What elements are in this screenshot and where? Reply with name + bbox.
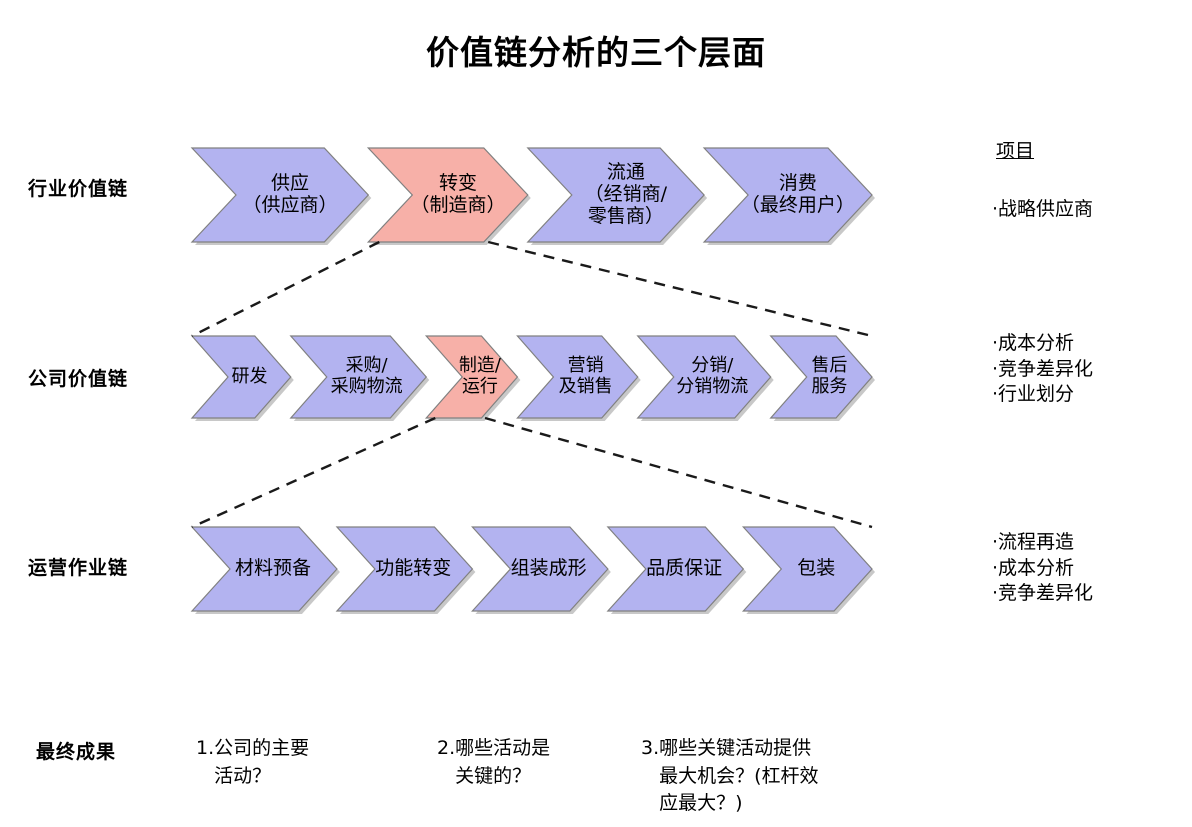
connector-right-1 [487, 240, 873, 338]
chevron-segment[interactable] [606, 526, 745, 612]
chevron-segment[interactable] [424, 335, 519, 419]
note-item: ·战略供应商 [992, 198, 1094, 220]
bottom-item-3: 3.哪些关键活动提供 最大机会？(杠杆效 应最大？) [641, 737, 819, 815]
bottom-item-1: 1.公司的主要 活动？ [196, 737, 310, 787]
chevron-segment[interactable] [190, 335, 292, 419]
row-label-company: 公司价值链 [28, 368, 129, 390]
note-item: ·竞争差异化 [992, 357, 1094, 380]
chevron-segment[interactable] [366, 147, 529, 243]
note-item: ·成本分析 [992, 332, 1075, 354]
connector-left-1 [191, 240, 380, 338]
chevron-segment[interactable] [702, 147, 873, 243]
bottom-item-2: 2.哪些活动是 关键的？ [437, 737, 551, 787]
notes-industry: ·战略供应商 [992, 197, 1093, 223]
page-title: 价值链分析的三个层面 [426, 33, 766, 72]
chevron-segment[interactable] [636, 335, 772, 419]
connector-left-2 [191, 416, 436, 529]
chevron-segment[interactable] [769, 335, 873, 419]
note-item: ·流程再造 [992, 531, 1075, 553]
note-item: ·成本分析 [992, 556, 1075, 579]
note-item: ·行业划分 [992, 383, 1075, 406]
chevron-segment[interactable] [289, 335, 428, 419]
row-label-operations: 运营作业链 [28, 557, 129, 579]
notes-header-project: 项目 [996, 140, 1035, 162]
connector-right-2 [484, 416, 873, 529]
notes-operations: ·流程再造 ·成本分析 ·竞争差异化 [992, 530, 1093, 607]
chevron-segment[interactable] [741, 526, 873, 612]
chevron-segment[interactable] [516, 335, 639, 419]
chevron-segment[interactable] [526, 147, 705, 243]
chevron-segment[interactable] [335, 526, 474, 612]
note-item: ·竞争差异化 [992, 582, 1094, 605]
bottom-label: 最终成果 [36, 741, 117, 763]
chevron-segment[interactable] [190, 526, 338, 612]
notes-company: ·成本分析 ·竞争差异化 ·行业划分 [992, 331, 1093, 408]
row-label-industry: 行业价值链 [28, 178, 129, 200]
chevron-segment[interactable] [471, 526, 609, 612]
chevron-segment[interactable] [190, 147, 370, 243]
